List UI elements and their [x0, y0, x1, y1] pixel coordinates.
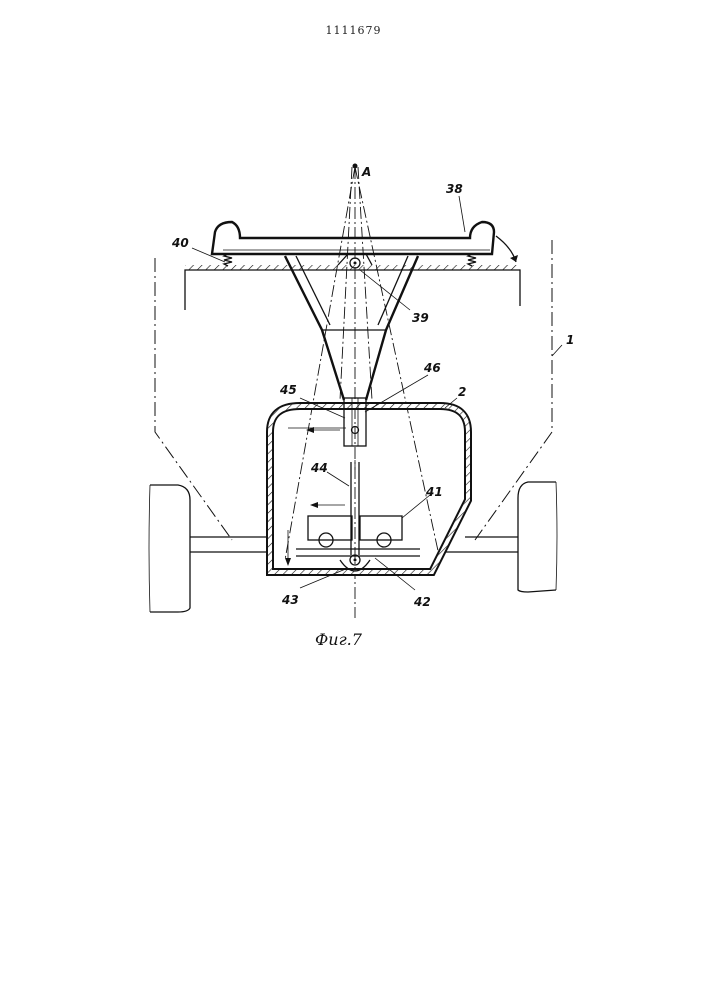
- point-a-marker: [353, 164, 358, 169]
- motion-arrow-carriage: [310, 502, 345, 508]
- label-44: 44: [310, 461, 328, 475]
- spring-right: [468, 254, 476, 266]
- axle: [190, 537, 518, 552]
- platform-38: [212, 222, 494, 254]
- right-wheel: [518, 482, 557, 592]
- label-2: 2: [458, 385, 466, 399]
- label-38: 38: [446, 182, 463, 196]
- label-45: 45: [279, 383, 297, 397]
- label-43: 43: [281, 593, 299, 607]
- label-46: 46: [423, 361, 441, 375]
- label-1: 1: [566, 333, 574, 347]
- figure-caption: Фиг.7: [315, 630, 362, 649]
- spring-left: [224, 254, 232, 266]
- carriage-41: [296, 516, 420, 556]
- left-wheel: [149, 485, 190, 612]
- label-41: 41: [425, 485, 443, 499]
- label-39: 39: [412, 311, 429, 325]
- projection-lines: [285, 167, 440, 618]
- label-42: 42: [413, 595, 431, 609]
- label-A: A: [361, 165, 371, 179]
- upper-frame-beam: [185, 265, 520, 310]
- suspension-frame: [285, 256, 418, 400]
- motion-arrow-left-wall: [285, 530, 291, 566]
- label-40: 40: [171, 236, 189, 250]
- vehicle-body-outline: [155, 240, 552, 540]
- rotation-arrow-platform: [496, 236, 518, 262]
